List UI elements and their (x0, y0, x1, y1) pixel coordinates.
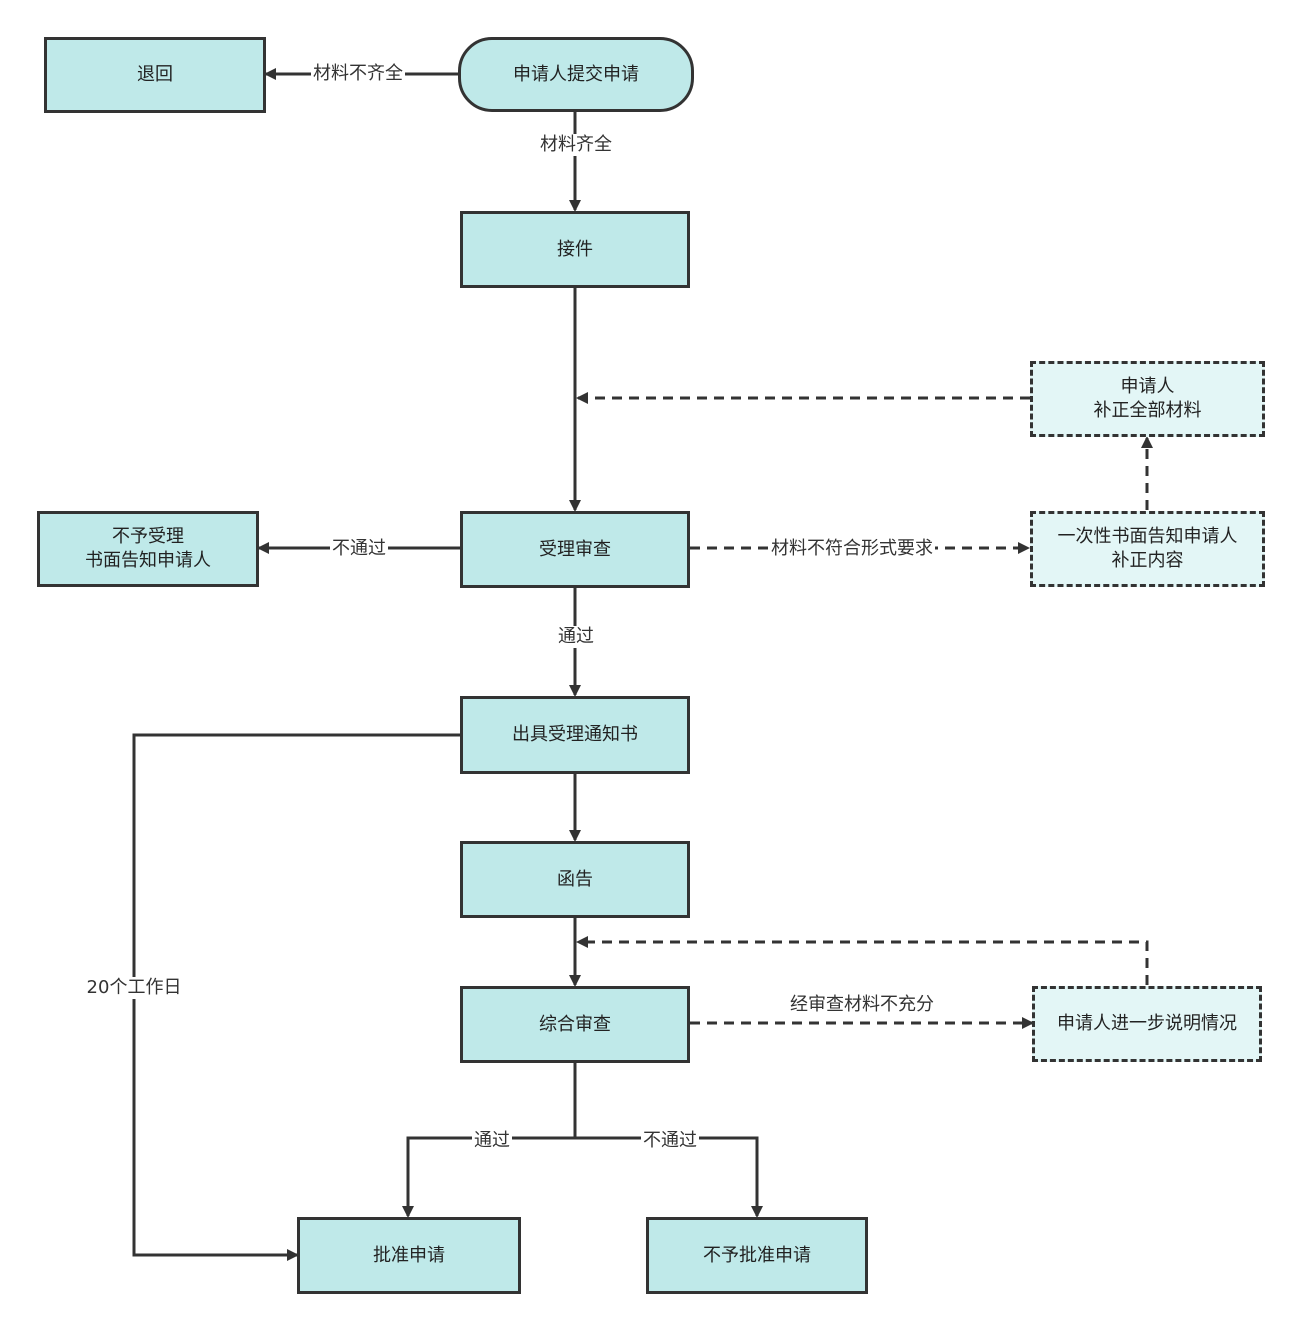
node-deny: 不予批准申请 (646, 1217, 868, 1294)
label-pass-final: 通过 (472, 1130, 512, 1152)
node-notify-once: 一次性书面告知申请人 补正内容 (1030, 511, 1265, 587)
label-complete: 材料齐全 (538, 134, 614, 156)
node-accept-notice: 出具受理通知书 (460, 696, 690, 774)
node-supplement: 申请人 补正全部材料 (1030, 361, 1265, 437)
node-return: 退回 (44, 37, 266, 113)
label-workdays: 20个工作日 (84, 977, 184, 999)
node-submit: 申请人提交申请 (458, 37, 694, 112)
label-pass-review: 通过 (556, 626, 596, 648)
label-insufficient: 经审查材料不充分 (790, 994, 934, 1015)
label-format-issue: 材料不符合形式要求 (769, 538, 935, 560)
edge-split-deny (575, 1136, 763, 1218)
node-review: 受理审查 (460, 511, 690, 588)
node-approve: 批准申请 (297, 1217, 521, 1294)
label-fail-review: 不通过 (330, 538, 388, 560)
edge-split-approve (402, 1136, 575, 1218)
node-letter: 函告 (460, 841, 690, 918)
node-explain: 申请人进一步说明情况 (1032, 986, 1262, 1062)
node-comprehensive: 综合审查 (460, 986, 690, 1063)
node-reject-accept: 不予受理 书面告知申请人 (37, 511, 259, 587)
node-receive: 接件 (460, 211, 690, 288)
label-incomplete: 材料不齐全 (311, 63, 405, 85)
label-fail-final: 不通过 (641, 1130, 699, 1152)
edge-explain-main (576, 936, 1149, 985)
